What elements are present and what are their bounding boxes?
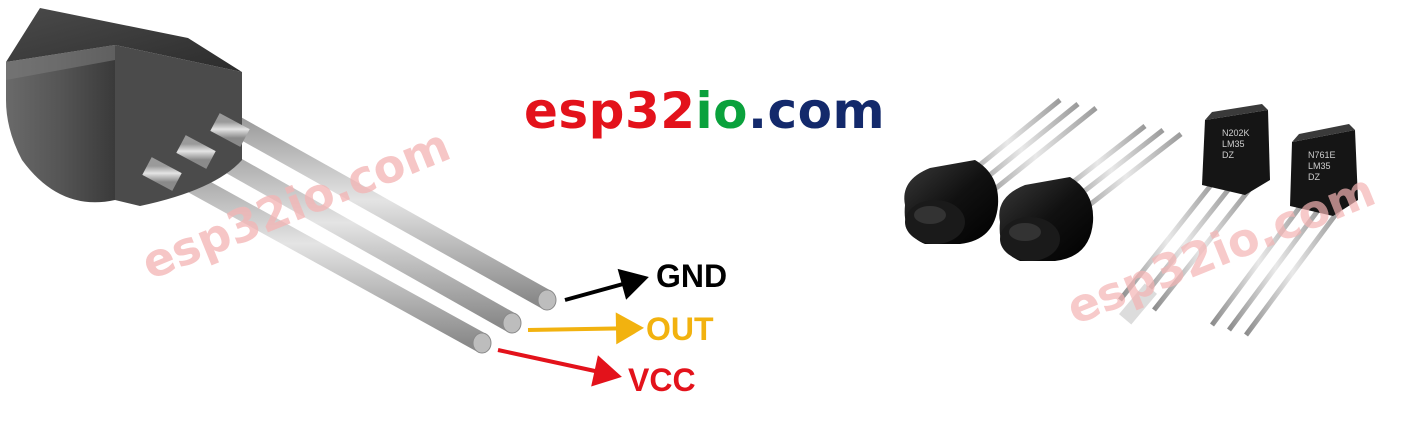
arrow-vcc: [497, 348, 622, 387]
brand-title: esp32io.com: [524, 82, 885, 140]
to92-body: [6, 8, 242, 206]
sensor-photo-3: N202K LM35 DZ: [1118, 104, 1270, 325]
sensor-photo-1: [904, 98, 1098, 244]
arrow-gnd: [564, 268, 649, 302]
to92-illustration: [6, 8, 557, 354]
brand-part-io: io: [695, 82, 749, 140]
chip-marking-2-line3: DZ: [1308, 172, 1320, 182]
pin-label-gnd: GND: [656, 258, 728, 294]
sensor-photo-2: [999, 124, 1183, 261]
lm35-photo: N202K LM35 DZ N761E LM35 DZ esp32io.com: [880, 80, 1420, 360]
pin-label-out: OUT: [646, 311, 714, 347]
pin-out-lead: [183, 131, 522, 334]
arrow-out: [527, 312, 644, 345]
pin-vcc-lead: [149, 153, 492, 354]
brand-part-esp32: esp32: [524, 82, 696, 140]
sensor-photo-4: N761E LM35 DZ: [1209, 124, 1358, 337]
chip-marking-1-line3: DZ: [1222, 150, 1234, 160]
chip-marking-2-line1: N761E: [1308, 150, 1336, 160]
chip-marking-2-line2: LM35: [1308, 161, 1331, 171]
brand-part-com: .com: [748, 82, 886, 140]
pin-label-vcc: VCC: [628, 362, 696, 398]
chip-marking-1-line1: N202K: [1222, 128, 1250, 138]
pin-gnd-lead: [217, 109, 557, 311]
chip-marking-1-line2: LM35: [1222, 139, 1245, 149]
